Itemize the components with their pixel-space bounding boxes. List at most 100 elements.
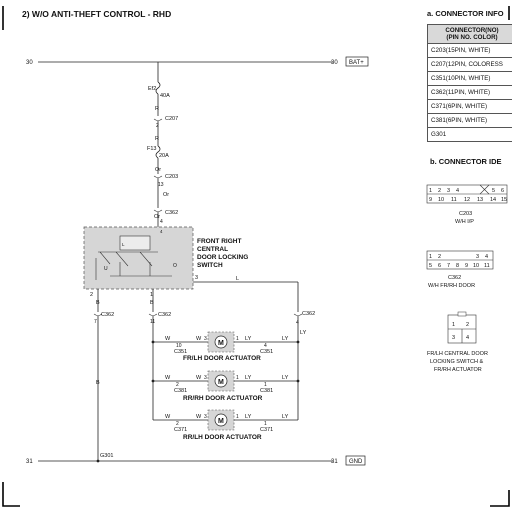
table-cell: C207(12PIN, COLORESS	[427, 57, 512, 72]
section-a-title: a. CONNECTOR INFO	[427, 9, 504, 18]
actuator-2-pin-l: 2	[176, 382, 179, 388]
c362-top-symbol	[153, 209, 163, 212]
switch-conn-pin-2: 2	[466, 322, 469, 328]
actuator-2: M W 2 C381 W 3 1 LY 1 C381 LY RR/RH DOOR…	[151, 370, 300, 402]
actuator-3-motor-symbol: M	[218, 418, 224, 425]
c203-bot-15: 15	[501, 197, 507, 203]
c362-name: C362	[448, 275, 461, 281]
rail-31-left-label: 31	[26, 459, 33, 465]
actuator-2-inner-r: LY	[245, 375, 252, 381]
table-row: C351(10PIN, WHITE)	[427, 71, 512, 86]
switch-conn-pin-3: 3	[452, 335, 455, 341]
c362-left-label: C362	[101, 312, 114, 318]
c362-left-symbol	[93, 313, 103, 316]
c362-bot-8: 8	[456, 263, 459, 269]
frame-corner-bl	[2, 482, 20, 507]
switch-conn-caption-3: FR/RH ACTUATOR	[434, 367, 482, 373]
c203-top-6: 6	[501, 188, 504, 194]
table-row: C207(12PIN, COLORESS	[427, 57, 512, 72]
actuator-2-motor-symbol: M	[218, 379, 224, 386]
wire-label-or2: Or	[163, 192, 169, 198]
actuator-1-junction-right	[296, 340, 300, 344]
actuator-1-motor-icon	[214, 335, 228, 349]
actuator-1: M W 10 C351 W 3 1 LY 4 C351 LY FR/LH DOO…	[151, 331, 300, 362]
frame-corner-br	[490, 490, 510, 507]
actuator-1-conn-r: C351	[260, 349, 273, 355]
c203-label: C203	[165, 174, 178, 180]
wire-label-b-center: B	[150, 300, 154, 306]
c362-pin-grid: 1 2 3 4 5 6 7 8 9 10 11	[426, 250, 494, 270]
c203-blank-cell-x	[479, 184, 490, 195]
connector-table-header-line1: CONNECTOR(NO)	[445, 27, 499, 34]
wire-label-r2: R	[155, 136, 159, 142]
table-cell: C371(6PIN, WHITE)	[427, 99, 512, 114]
c362-location: W/H FR/RH DOOR	[428, 283, 475, 289]
actuator-1-wire-l: W	[165, 336, 171, 342]
switch-label-line4: SWITCH	[197, 262, 223, 269]
ground-label: G301	[100, 453, 113, 459]
actuator-3: M W 2 C371 W 3 1 LY 1 C371 LY RR/LH DOOR…	[153, 409, 298, 441]
actuator-3-inner-l: W	[196, 414, 202, 420]
actuator-3-conn-l: C371	[174, 427, 187, 433]
wire-label-b-left: B	[96, 300, 100, 306]
bat-terminal-label: BAT+	[349, 60, 364, 66]
c362-top-2: 2	[438, 254, 441, 260]
actuator-1-inner-pin-r: 1	[236, 336, 239, 342]
actuator-1-inner-l: W	[196, 336, 202, 342]
table-cell: C351(10PIN, WHITE)	[427, 71, 512, 86]
c362-bot-10: 10	[473, 263, 479, 269]
c362-right-pin: 4	[296, 320, 299, 326]
actuator-3-conn-r: C371	[260, 427, 273, 433]
c203-name: C203	[459, 211, 472, 217]
c203-top-5: 5	[492, 188, 495, 194]
c362-top-label: C362	[165, 210, 178, 216]
c362-center-label: C362	[158, 312, 171, 318]
table-row: C371(6PIN, WHITE)	[427, 99, 512, 114]
actuator-2-inner-pin-l: 3	[204, 375, 207, 381]
actuator-3-inner-pin-r: 1	[236, 414, 239, 420]
diagram-title: 2) W/O ANTI-THEFT CONTROL - RHD	[22, 9, 171, 19]
connector-info-table: CONNECTOR(NO) (PIN NO. COLOR) C203(15PIN…	[427, 24, 512, 142]
switch-conn-pin-1: 1	[452, 322, 455, 328]
actuator-1-inner-r: LY	[245, 336, 252, 342]
actuator-1-inner-pin-l: 3	[204, 336, 207, 342]
actuator-2-conn-r: C381	[260, 388, 273, 394]
c203-top-4: 4	[456, 188, 459, 194]
switch-contacts	[98, 251, 158, 267]
wire-label-b-ground: B	[96, 380, 100, 386]
c203-bot-14: 14	[490, 197, 496, 203]
switch-pin-1: 1	[150, 292, 153, 298]
gnd-terminal-box	[345, 455, 366, 466]
actuator-3-motor-icon	[214, 413, 228, 427]
wire-label-or1: Or	[155, 167, 161, 173]
actuator-2-name: RR/RH DOOR ACTUATOR	[183, 395, 263, 402]
table-cell: G301	[427, 127, 512, 142]
fuse-f13-symbol	[155, 145, 161, 159]
actuator-1-pin-r: 4	[264, 343, 267, 349]
c362-left-pin: 7	[94, 319, 97, 325]
gnd-terminal-label: GND	[349, 459, 363, 465]
c362-bot-5: 5	[429, 263, 432, 269]
actuator-1-wire-r: LY	[282, 336, 289, 342]
c207-connector-symbol	[153, 118, 163, 121]
fuse-ef2-symbol	[155, 81, 161, 95]
c203-connector-symbol	[153, 175, 163, 178]
actuator-1-pin-l: 10	[176, 343, 182, 349]
actuator-2-junction-left	[151, 379, 155, 383]
table-row: C203(15PIN, WHITE)	[427, 43, 512, 58]
fuse-f13-rating: 20A	[159, 153, 169, 159]
switch-conn-caption-1: FR/LH CENTRAL DOOR	[427, 351, 488, 357]
switch-inner-mark-l: L	[122, 242, 125, 247]
actuator-2-wire-l: W	[165, 375, 171, 381]
switch-internal-relay	[119, 235, 151, 251]
rail-30-left-label: 30	[26, 60, 33, 66]
actuator-1-conn-l: C351	[174, 349, 187, 355]
actuator-3-inner-r: LY	[245, 414, 252, 420]
table-cell: C203(15PIN, WHITE)	[427, 43, 512, 58]
c362-right-label: C362	[302, 311, 315, 317]
c362-top-pin: 4	[160, 219, 163, 225]
switch-label-line2: CENTRAL	[197, 246, 228, 253]
c203-pin: 13	[158, 182, 164, 188]
actuator-3-wire-l: W	[165, 414, 171, 420]
fuse-f13-id: F13	[147, 146, 156, 152]
